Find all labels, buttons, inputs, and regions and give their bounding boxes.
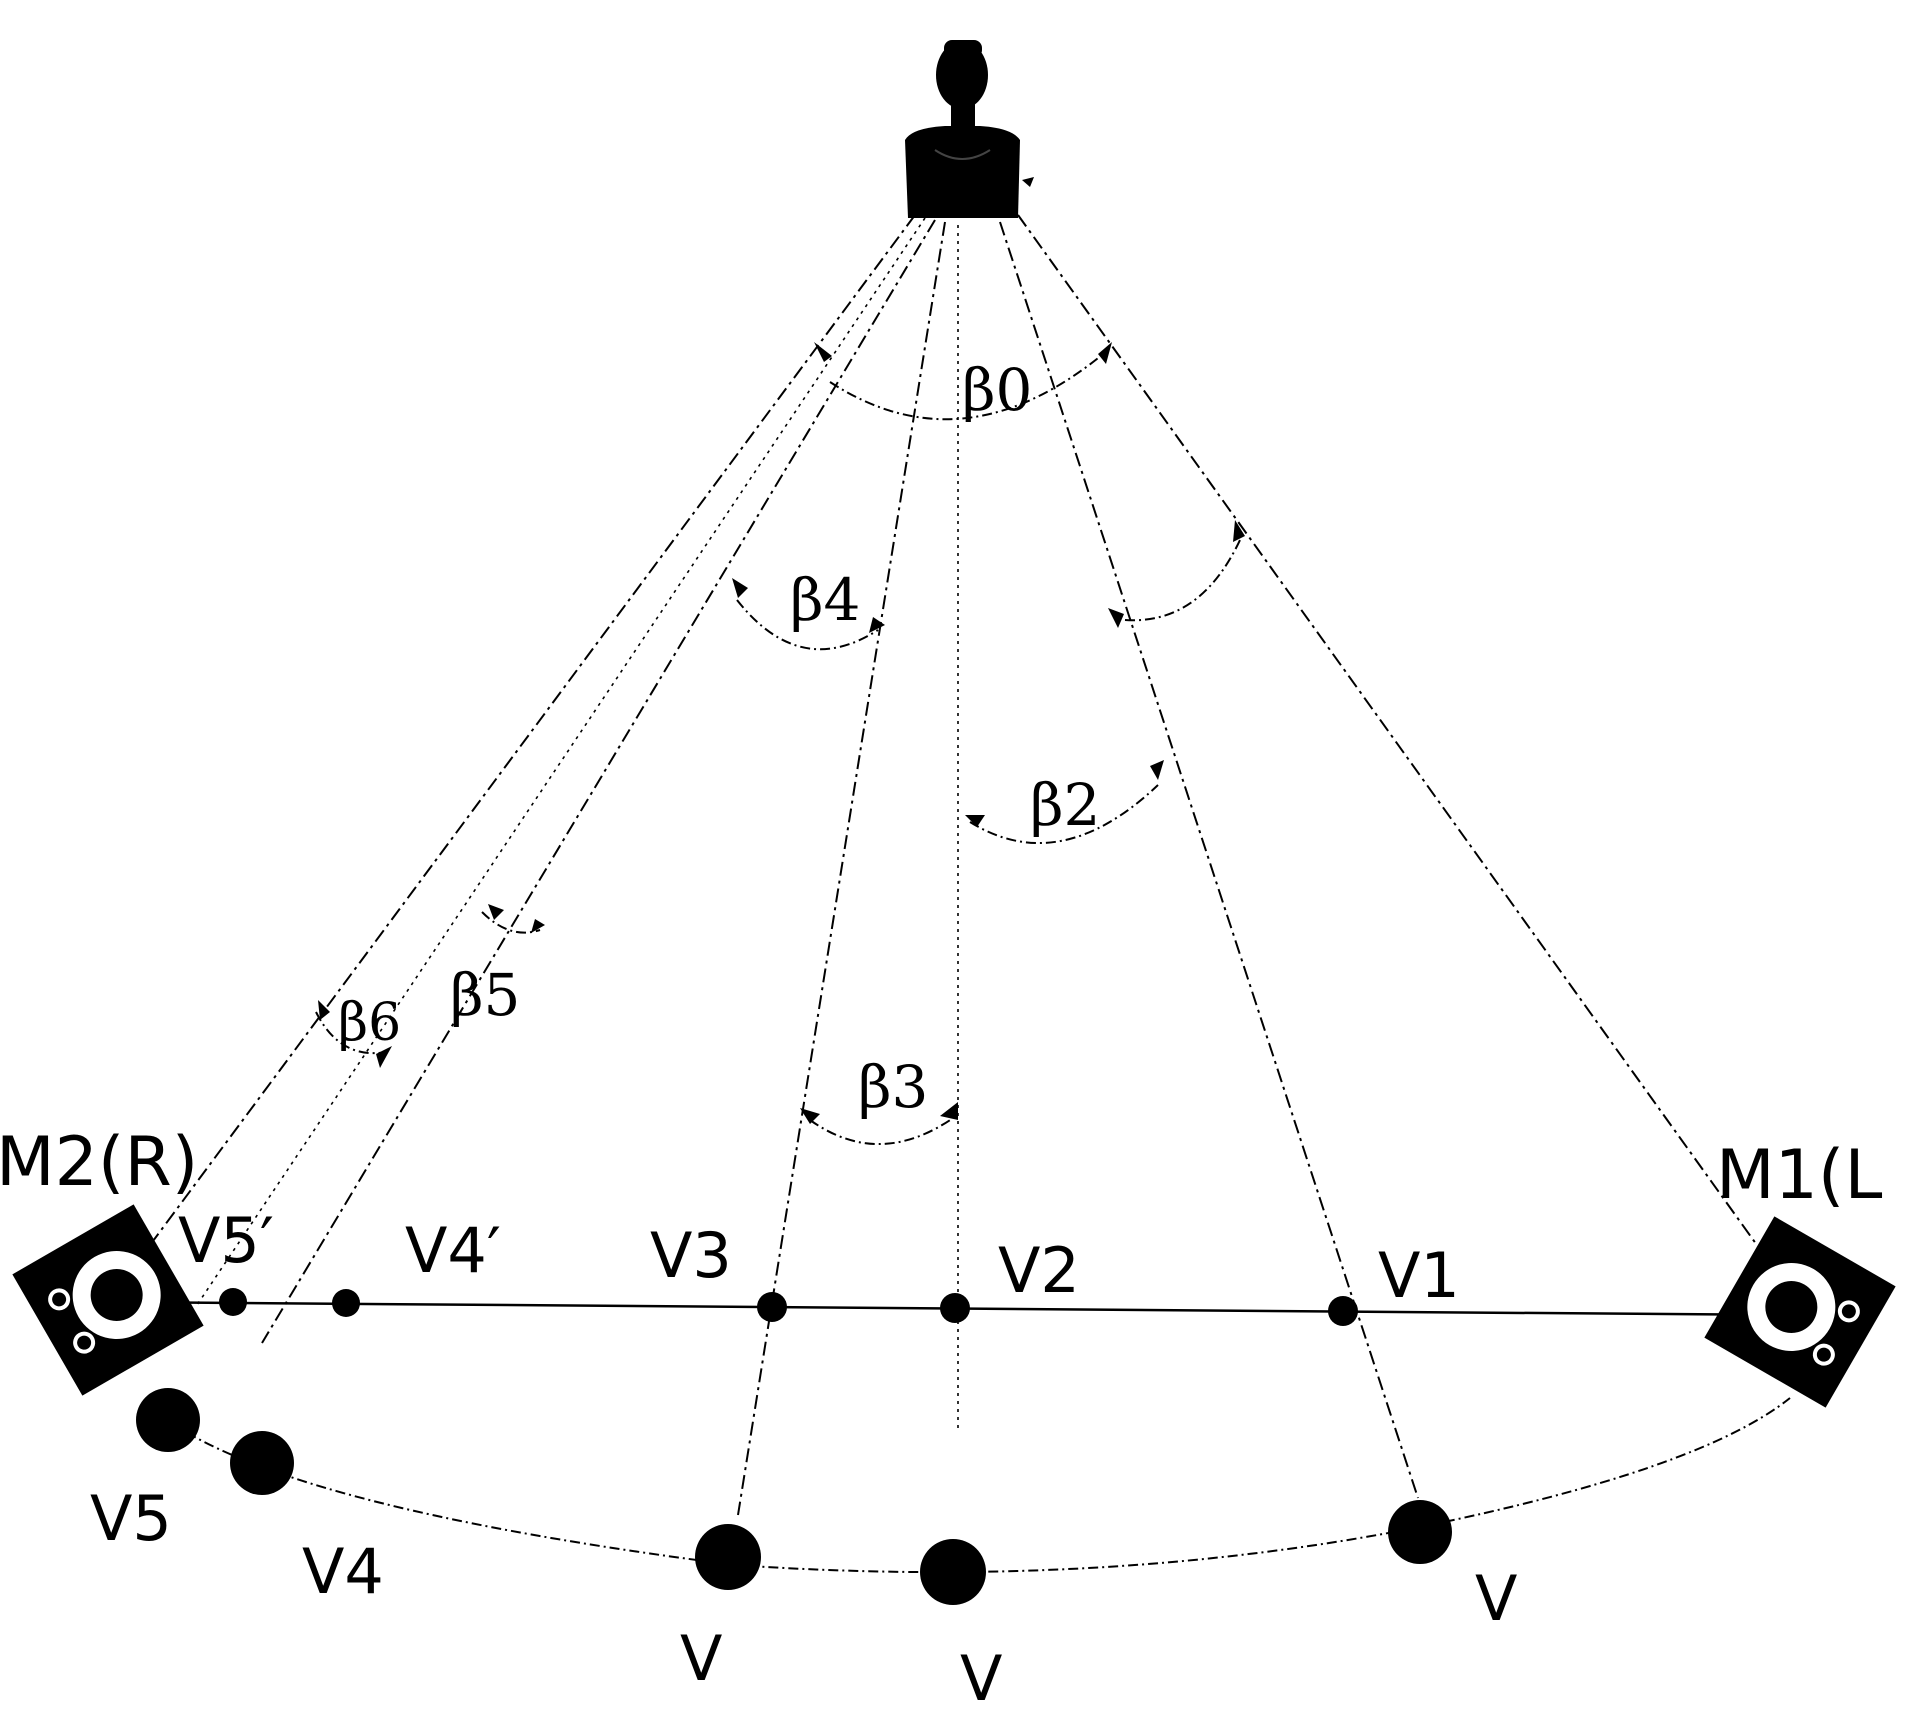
label-v5-prime: V5′ bbox=[178, 1204, 274, 1277]
point-v2 bbox=[940, 1293, 970, 1323]
point-v-c bbox=[1388, 1500, 1452, 1564]
point-v5-prime bbox=[219, 1288, 247, 1316]
label-v-b: V bbox=[960, 1642, 1002, 1715]
label-v-c: V bbox=[1475, 1562, 1517, 1635]
loudspeaker-icon bbox=[12, 1204, 204, 1396]
baseline-points bbox=[219, 1288, 1358, 1326]
ray-v5 bbox=[129, 214, 916, 1273]
label-v1: V1 bbox=[1378, 1239, 1460, 1312]
point-v-b bbox=[920, 1539, 986, 1605]
phantom-source-arc bbox=[169, 1397, 1791, 1574]
angle-arc-b2 bbox=[969, 784, 1159, 844]
point-v4-prime bbox=[332, 1289, 360, 1317]
ray-v1 bbox=[999, 221, 1419, 1499]
point-v1 bbox=[1328, 1296, 1358, 1326]
loudspeaker-icon bbox=[1704, 1216, 1896, 1408]
angle-label-b0: β0 bbox=[962, 356, 1032, 424]
angle-label-b6: β6 bbox=[338, 993, 401, 1053]
listener-bust-icon bbox=[905, 40, 1034, 218]
angle-arc-b6 bbox=[315, 1011, 387, 1055]
angle-arcs bbox=[315, 342, 1245, 1145]
point-v4 bbox=[230, 1431, 294, 1495]
point-v3 bbox=[757, 1292, 787, 1322]
angle-label-b2: β2 bbox=[1030, 771, 1100, 839]
label-v3: V3 bbox=[650, 1219, 732, 1292]
point-v5 bbox=[136, 1388, 200, 1452]
label-v2: V2 bbox=[998, 1234, 1080, 1307]
angle-label-b3: β3 bbox=[858, 1053, 928, 1121]
angle-label-b5: β5 bbox=[450, 961, 520, 1029]
arc-points bbox=[136, 1388, 1452, 1605]
speaker-m2-right bbox=[12, 1204, 204, 1396]
label-m1: M1(L bbox=[1716, 1136, 1882, 1215]
label-v5: V5 bbox=[90, 1482, 172, 1555]
label-m2: M2(R) bbox=[0, 1123, 198, 1202]
ray-m1 bbox=[1017, 214, 1783, 1281]
ray-v4 bbox=[261, 219, 936, 1344]
angle-arc-b0 bbox=[829, 349, 1109, 421]
angle-arc-b5 bbox=[481, 911, 541, 934]
angle-arc-b1 bbox=[1124, 539, 1241, 622]
point-v-a bbox=[695, 1524, 761, 1590]
ray-v5-prime bbox=[194, 217, 926, 1309]
angle-label-b4: β4 bbox=[790, 566, 860, 634]
label-v4-prime: V4′ bbox=[405, 1214, 501, 1287]
speaker-m1-left bbox=[1704, 1216, 1896, 1408]
label-v-a: V bbox=[680, 1622, 722, 1695]
label-v4: V4 bbox=[302, 1535, 384, 1608]
listener-rays bbox=[129, 214, 1783, 1516]
angle-arc-b4 bbox=[736, 599, 879, 651]
